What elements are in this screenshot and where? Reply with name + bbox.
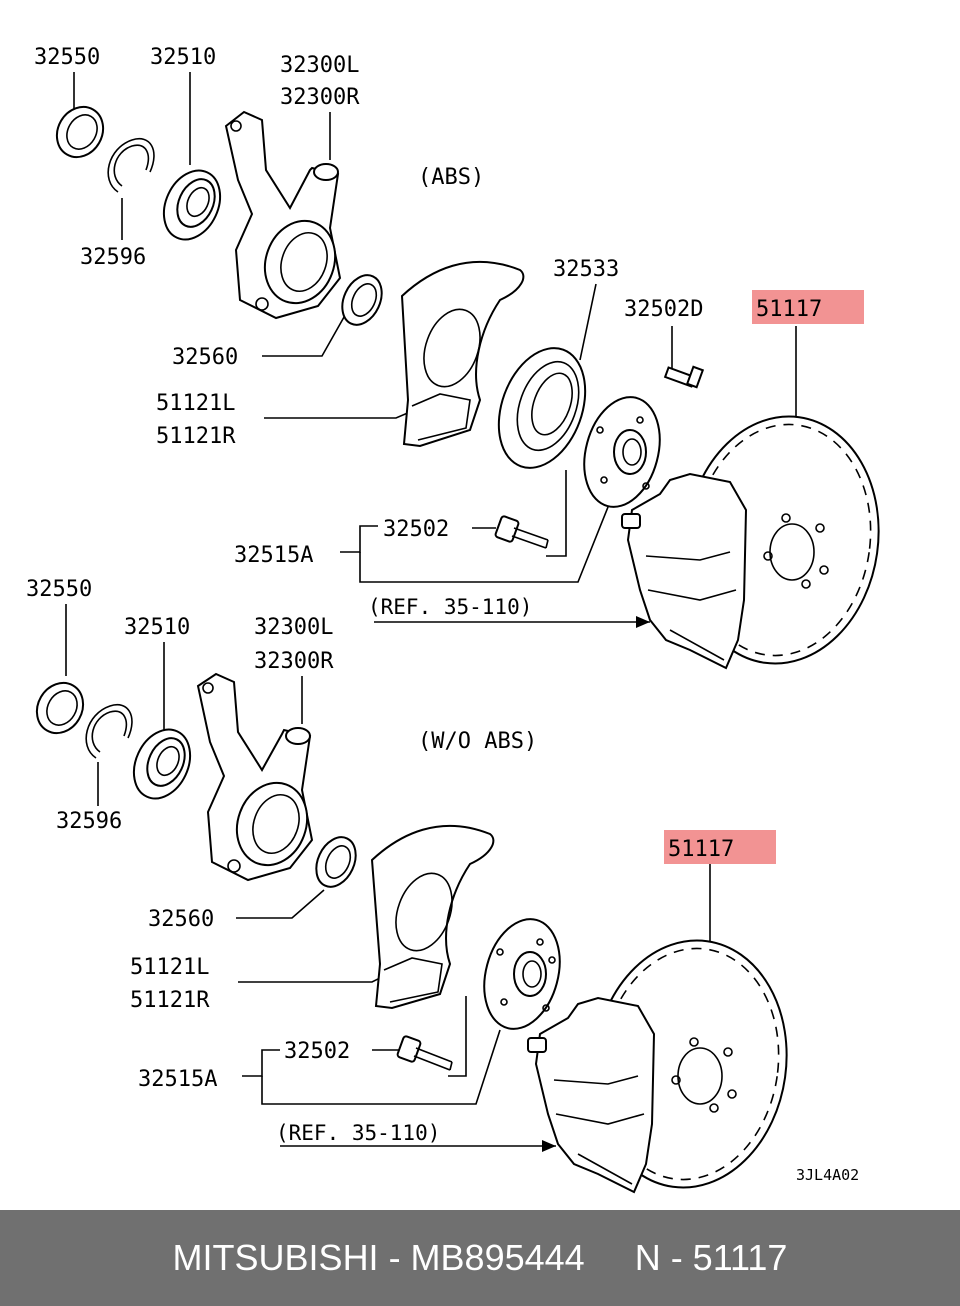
- label-bottom-hub-assy: 32515A: [138, 1067, 217, 1092]
- label-top-stud: 32502: [383, 517, 449, 542]
- top-dust-shield-part: [400, 260, 525, 448]
- label-top-variant: (ABS): [418, 165, 484, 190]
- label-bottom-ref: (REF. 35-110): [276, 1121, 440, 1145]
- label-bottom-knuckle-r: 32300R: [254, 649, 334, 674]
- label-top-hub-assy: 32515A: [234, 543, 313, 568]
- drawing-code: 3JL4A02: [796, 1166, 859, 1184]
- top-disc-highlight: [752, 290, 864, 324]
- bottom-inner-seal-part: [315, 836, 357, 888]
- label-top-ref: (REF. 35-110): [368, 595, 532, 619]
- bottom-stud-part: [396, 1035, 453, 1071]
- top-knuckle-part: [224, 110, 342, 320]
- label-top-inner-seal: 32560: [172, 345, 238, 370]
- top-hub-bolt-part: [663, 365, 705, 389]
- bottom-snap-ring-part: [85, 703, 133, 759]
- top-rotor-sensor-part: [497, 347, 587, 469]
- top-assembly: 32550 32510 32300L 32300R (ABS) 32596 32…: [34, 45, 880, 670]
- label-bottom-snap-ring: 32596: [56, 809, 122, 834]
- top-caliper-part: [621, 472, 748, 670]
- top-seal-part: [55, 105, 105, 159]
- bottom-hub-part: [483, 918, 561, 1030]
- bottom-bearing-part: [132, 728, 192, 800]
- label-top-hub-bolt: 32502D: [624, 297, 703, 322]
- label-bottom-seal: 32550: [26, 577, 92, 602]
- top-stud-part: [494, 515, 549, 549]
- top-snap-ring-part: [107, 137, 155, 193]
- label-bottom-variant: (W/O ABS): [418, 729, 537, 754]
- label-bottom-disc: 51117: [668, 837, 734, 862]
- label-top-rotor-sensor: 32533: [553, 257, 619, 282]
- bottom-dust-shield-part: [370, 824, 495, 1010]
- bottom-disc-highlight: [664, 830, 776, 864]
- footer-part-number: MITSUBISHI - MB895444 N - 51117: [172, 1237, 788, 1278]
- top-bearing-part: [162, 169, 222, 241]
- bottom-seal-part: [35, 681, 85, 735]
- label-bottom-bearing: 32510: [124, 615, 190, 640]
- label-bottom-stud: 32502: [284, 1039, 350, 1064]
- parts-diagram: 32550 32510 32300L 32300R (ABS) 32596 32…: [26, 45, 880, 1194]
- label-top-shield-r: 51121R: [156, 424, 236, 449]
- label-top-shield-l: 51121L: [156, 391, 235, 416]
- label-top-disc: 51117: [756, 297, 822, 322]
- label-bottom-shield-r: 51121R: [130, 988, 210, 1013]
- label-bottom-shield-l: 51121L: [130, 955, 209, 980]
- label-top-bearing: 32510: [150, 45, 216, 70]
- bottom-caliper-part: [527, 996, 656, 1194]
- label-bottom-knuckle-l: 32300L: [254, 615, 333, 640]
- label-top-knuckle-l: 32300L: [280, 53, 359, 78]
- top-inner-seal-part: [341, 274, 383, 326]
- label-top-snap-ring: 32596: [80, 245, 146, 270]
- label-top-seal: 32550: [34, 45, 100, 70]
- bottom-knuckle-part: [196, 672, 314, 882]
- bottom-assembly: 32550 32510 32300L 32300R (W/O ABS) 3259…: [26, 577, 859, 1194]
- footer-bar: MITSUBISHI - MB895444 N - 51117: [0, 1210, 960, 1306]
- label-bottom-inner-seal: 32560: [148, 907, 214, 932]
- top-hub-part: [583, 396, 661, 508]
- label-top-knuckle-r: 32300R: [280, 85, 360, 110]
